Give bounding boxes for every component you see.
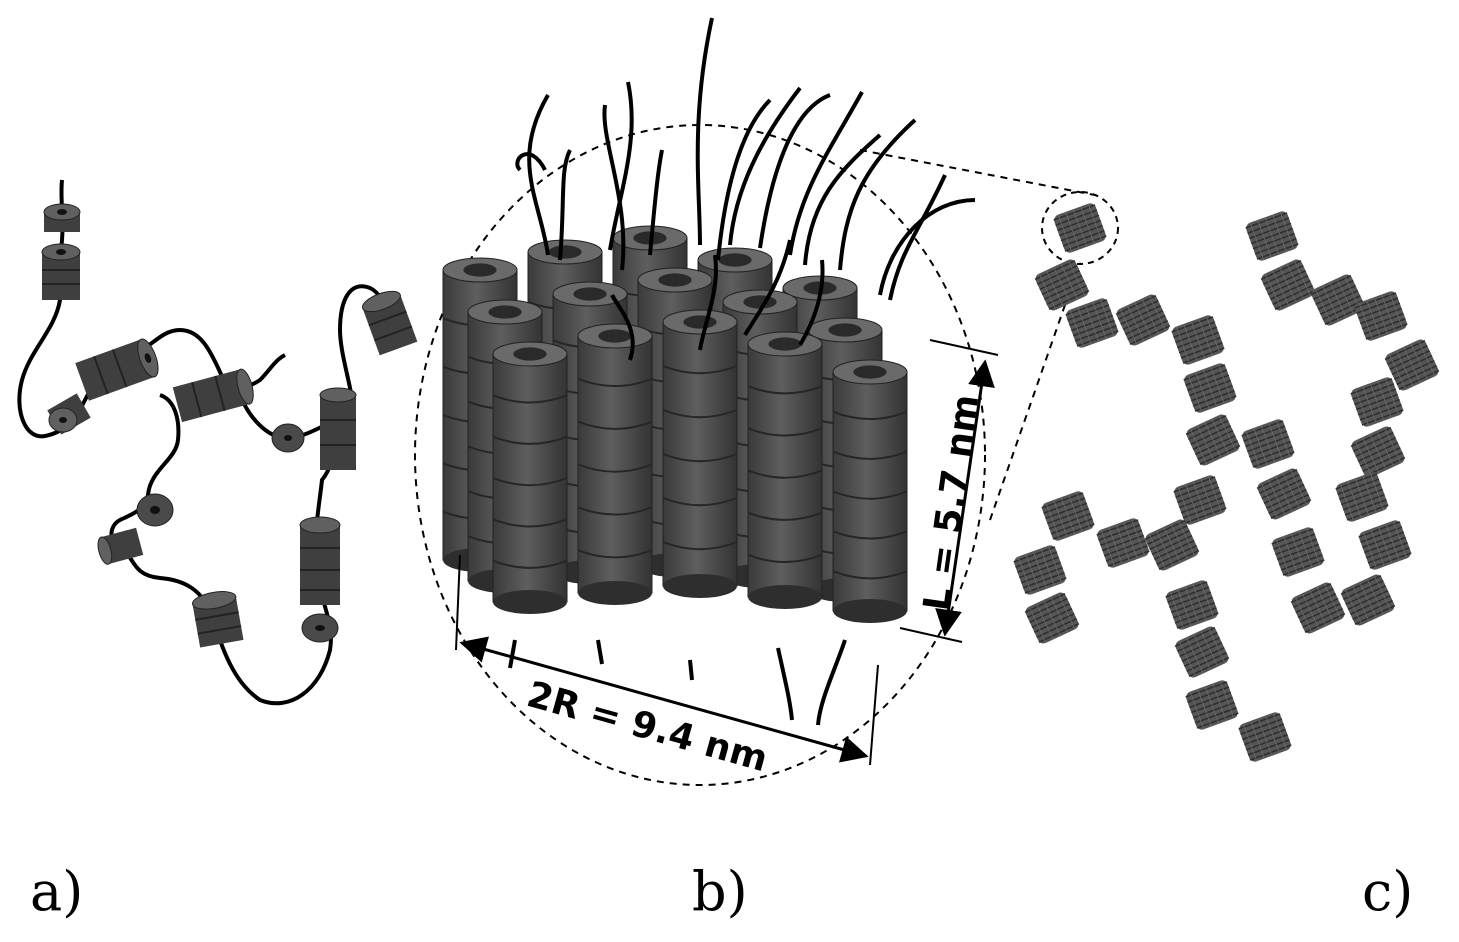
ring-cluster (172, 368, 254, 423)
tail-strands (508, 17, 976, 726)
ring-cluster (299, 516, 341, 605)
zoom-line-top (859, 149, 1101, 197)
tail-strand (716, 98, 772, 261)
cylinder-stack (747, 331, 823, 609)
mini-bundle (1290, 582, 1346, 634)
tail-strand (610, 294, 635, 361)
ring-cluster (43, 203, 81, 232)
mini-bundle (1354, 291, 1408, 341)
ring-cluster (75, 338, 159, 401)
mini-bundle (1384, 339, 1440, 391)
dimension-l-label: L = 5.7 nm (916, 392, 987, 613)
mini-bundle (1256, 468, 1312, 520)
mini-bundle (1185, 680, 1239, 730)
dimension-2r-extension-left (455, 554, 461, 651)
tail-strand (695, 17, 714, 246)
mini-bundle (1096, 518, 1150, 568)
ring-cluster (47, 393, 91, 435)
mini-bundle (1041, 491, 1095, 541)
cylinder-stack (662, 309, 738, 598)
mini-bundle (1350, 377, 1404, 427)
tail-strand (508, 639, 517, 669)
tail-strand (608, 81, 634, 251)
ring-cluster (191, 591, 244, 648)
ring-cluster (301, 613, 339, 643)
mini-bundle (1310, 274, 1366, 326)
mini-bundle (1171, 315, 1225, 365)
tail-strand (743, 239, 792, 337)
mini-bundle (1144, 519, 1200, 571)
mini-bundle (1034, 259, 1090, 311)
cylinder-stack (577, 323, 653, 605)
tail-strand (558, 149, 572, 261)
tail-strand (803, 133, 882, 266)
mini-bundle (1053, 203, 1107, 253)
mini-bundle (1335, 472, 1389, 522)
ring-cluster (136, 493, 174, 527)
mini-bundle (1024, 592, 1080, 644)
panel-c-network (1013, 191, 1440, 762)
dimension-2r-arrow (459, 636, 869, 763)
tail-strand (527, 93, 550, 256)
tail-strand (788, 91, 864, 256)
tail-strand (515, 152, 547, 172)
mini-bundle (1173, 475, 1227, 525)
ring-cluster (271, 423, 305, 453)
panel-label-a: a) (30, 860, 83, 923)
ring-cluster (97, 527, 144, 565)
mini-bundle (1350, 426, 1406, 478)
dimension-2r-extension-right (869, 664, 879, 766)
mini-bundle (1238, 712, 1292, 762)
mini-bundle (1241, 419, 1295, 469)
dimension-l-extension-top (929, 339, 999, 356)
mini-bundle (1065, 298, 1119, 348)
tail-strand (602, 104, 626, 271)
tail-strand (698, 254, 718, 351)
tail-strand (728, 86, 802, 246)
tail-strand (838, 118, 917, 271)
mini-bundle (1165, 580, 1219, 630)
mini-bundle (1013, 545, 1067, 595)
tail-strand (688, 659, 694, 681)
panel-b-bundle: 2R = 9.4 nm L = 5.7 nm (414, 17, 1101, 786)
mini-bundle (1340, 574, 1396, 626)
mini-bundle (1183, 363, 1237, 413)
panel-a-chain (17, 179, 418, 706)
mini-bundle (1185, 414, 1241, 466)
dimension-l-extension-bottom (899, 627, 963, 643)
tail-strand (798, 259, 825, 347)
tail-strand (878, 198, 976, 296)
tail-strand (776, 647, 794, 721)
mini-bundle (1245, 211, 1299, 261)
dimension-l-arrow (935, 359, 995, 637)
cylinder-stack (492, 341, 568, 614)
panel-label-c: c) (1362, 860, 1413, 923)
tail-strand (888, 174, 947, 301)
ring-cluster (41, 243, 81, 300)
cylinder-stack (832, 359, 908, 623)
mini-bundle (1358, 520, 1412, 570)
mini-bundle (1271, 527, 1325, 577)
mini-bundle (1115, 294, 1171, 346)
tail-strand (758, 93, 831, 249)
ring-cluster (361, 290, 418, 356)
ring-cluster (319, 387, 357, 470)
mini-bundle (1260, 259, 1316, 311)
mini-bundle-group (1013, 203, 1440, 762)
dimension-2r-label: 2R = 9.4 nm (523, 674, 772, 780)
cylinder-array (442, 225, 908, 623)
highlight-circle (1041, 191, 1119, 265)
tail-strand (816, 639, 847, 726)
panel-label-b: b) (692, 860, 748, 923)
tail-strand (596, 639, 604, 665)
mini-bundle (1174, 626, 1230, 678)
tail-strand (648, 149, 664, 256)
